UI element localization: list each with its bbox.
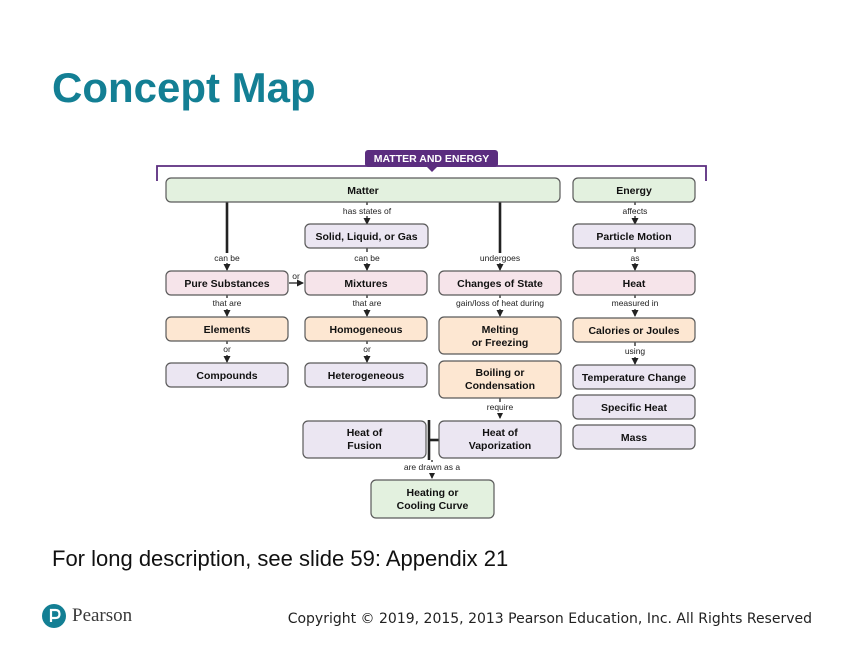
header-banner-pointer [426,166,438,172]
copyright-notice: Copyright © 2019, 2015, 2013 Pearson Edu… [287,611,812,627]
node-changes-of-state: Changes of State [438,270,562,296]
link-has-states-of: has states of [343,206,392,216]
svg-text:Homogeneous: Homogeneous [330,324,403,336]
node-temperature-change: Temperature Change [572,364,696,390]
pearson-logo-icon [42,604,66,628]
svg-text:Pure Substances: Pure Substances [184,278,269,290]
node-heterogeneous: Heterogeneous [304,362,428,388]
link-labels: has states of affects can be can be unde… [204,205,666,473]
node-mixtures: Mixtures [304,270,428,296]
node-calories: Calories or Joules [572,317,696,343]
svg-text:or Freezing: or Freezing [472,337,529,349]
svg-text:Boiling or: Boiling or [476,367,525,379]
long-description-note: For long description, see slide 59: Appe… [52,546,509,571]
link-that-are-2: that are [353,298,382,308]
svg-text:Heating or: Heating or [407,487,459,499]
node-pure-substances: Pure Substances [165,270,289,296]
svg-text:Matter: Matter [347,185,379,197]
node-compounds: Compounds [165,362,289,388]
svg-text:Heat of: Heat of [482,427,518,439]
svg-text:Compounds: Compounds [196,370,257,382]
node-elements: Elements [165,316,289,342]
svg-text:Particle Motion: Particle Motion [596,231,671,243]
svg-text:Mixtures: Mixtures [344,278,387,290]
node-mass: Mass [572,424,696,450]
link-require: require [487,402,514,412]
link-can-be-1: can be [214,253,240,263]
node-matter: Matter [165,177,561,203]
link-that-are-1: that are [213,298,242,308]
svg-text:Fusion: Fusion [347,440,381,452]
link-as: as [631,253,640,263]
svg-text:Heat of: Heat of [347,427,383,439]
node-states: Solid, Liquid, or Gas [304,223,429,249]
link-or-1: or [292,271,300,281]
node-heat-of-fusion: Heat of Fusion [302,420,427,459]
header-banner [365,150,498,167]
svg-text:Calories or Joules: Calories or Joules [588,325,679,337]
link-or-2: or [223,344,231,354]
node-specific-heat: Specific Heat [572,394,696,420]
svg-text:Vaporization: Vaporization [469,440,531,452]
svg-text:Cooling Curve: Cooling Curve [397,500,469,512]
node-heating-curve: Heating or Cooling Curve [370,479,495,519]
link-measured-in: measured in [612,298,659,308]
svg-text:Mass: Mass [621,432,647,444]
node-melting: Melting or Freezing [438,316,562,355]
svg-text:Heterogeneous: Heterogeneous [328,370,405,382]
link-or-3: or [363,344,371,354]
link-drawn-as: are drawn as a [404,462,460,472]
pearson-logo: Pearson [42,604,132,628]
svg-text:Heat: Heat [623,278,646,290]
node-boiling: Boiling or Condensation [438,360,562,399]
header-banner-label: MATTER AND ENERGY [374,153,490,165]
svg-text:Elements: Elements [204,324,251,336]
node-particle-motion: Particle Motion [572,223,696,249]
node-heat-of-vaporization: Heat of Vaporization [438,420,562,459]
svg-text:Changes of State: Changes of State [457,278,543,290]
link-gain-loss: gain/loss of heat during [456,298,544,308]
link-using: using [625,346,646,356]
node-heat: Heat [572,270,696,296]
pearson-logo-text: Pearson [72,605,133,626]
link-undergoes: undergoes [480,253,520,263]
svg-text:Energy: Energy [616,185,652,197]
svg-text:Temperature Change: Temperature Change [582,372,686,384]
svg-text:Specific Heat: Specific Heat [601,402,667,414]
svg-text:Solid, Liquid, or Gas: Solid, Liquid, or Gas [315,231,417,243]
link-can-be-2: can be [354,253,380,263]
node-energy: Energy [572,177,696,203]
svg-text:Melting: Melting [482,324,519,336]
svg-text:Condensation: Condensation [465,380,535,392]
link-affects: affects [623,206,648,216]
node-homogeneous: Homogeneous [304,316,428,342]
slide-title: Concept Map [52,64,316,111]
